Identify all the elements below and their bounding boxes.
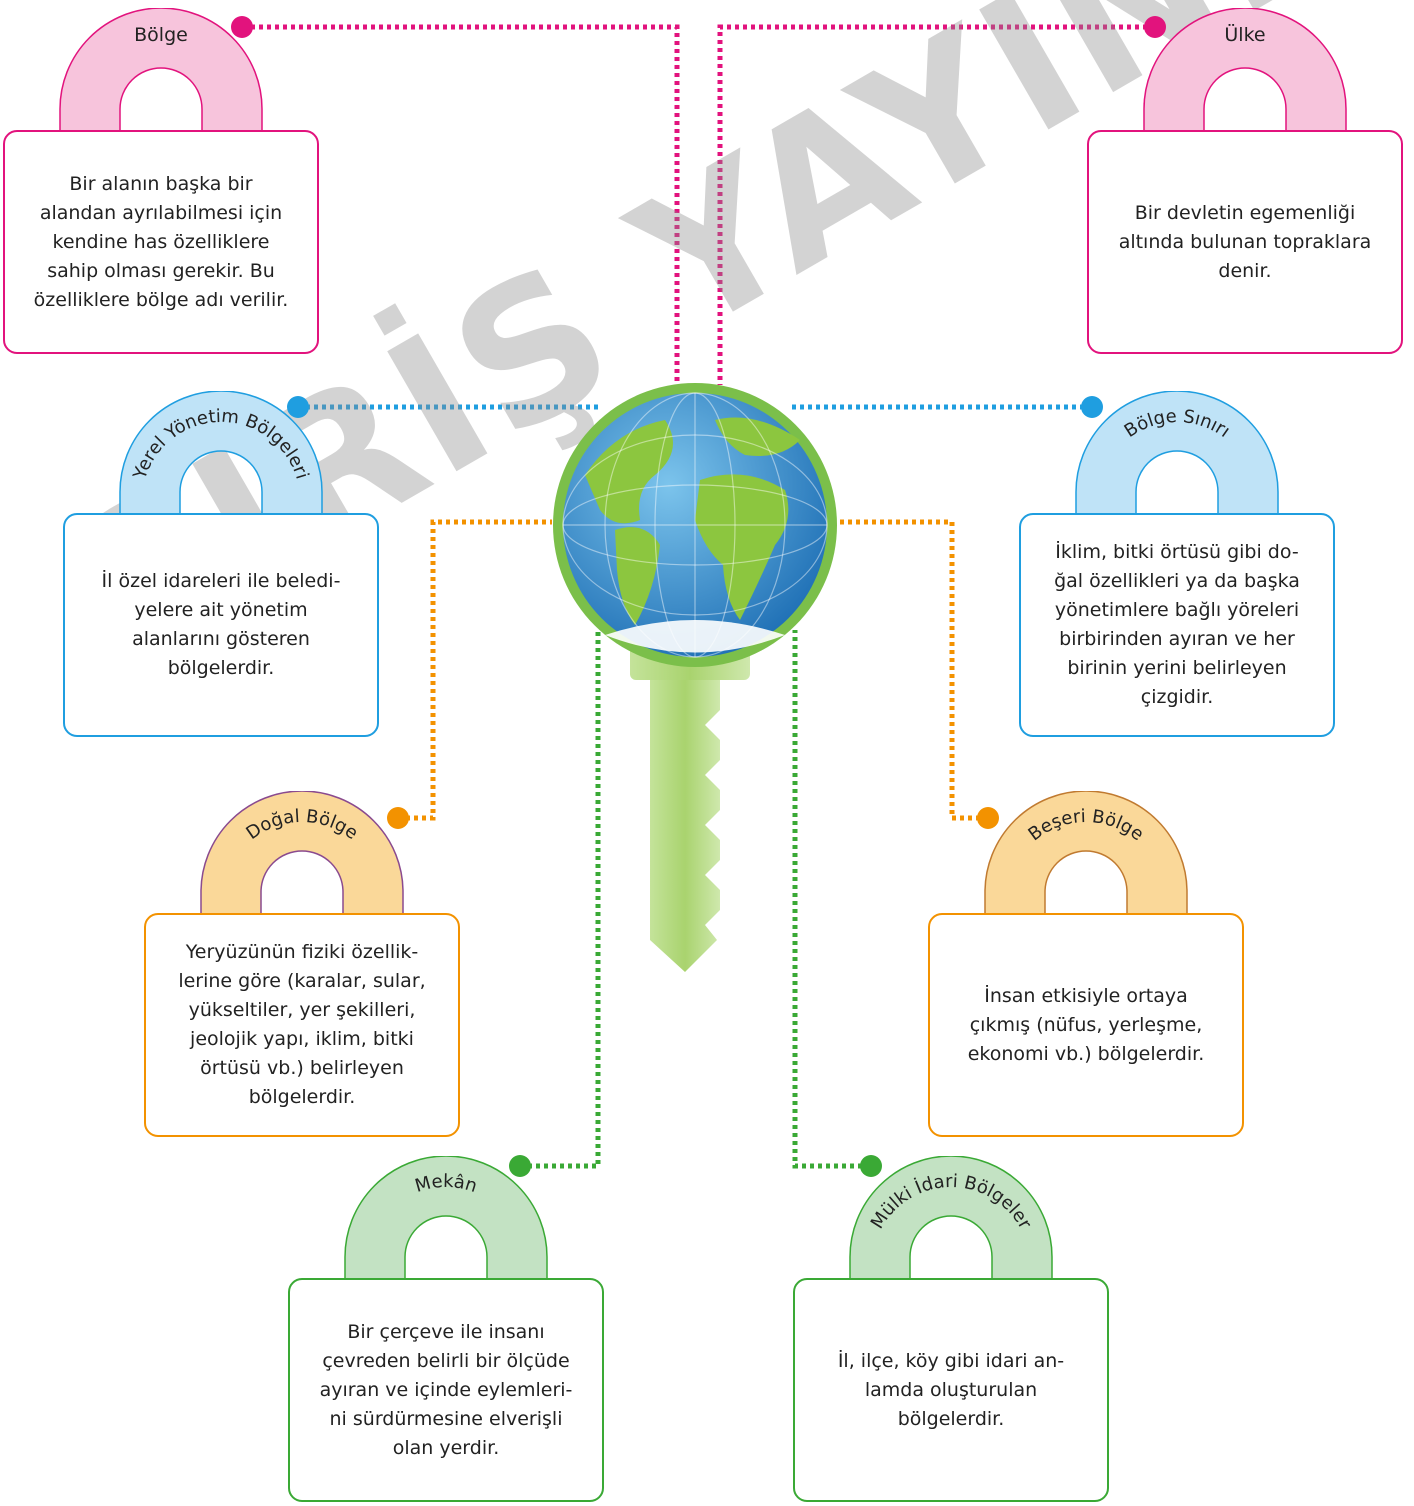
connector-ulke bbox=[717, 24, 1155, 385]
lock-text-sinir: İklim, bitki örtüsü gibi do- ğal özellik… bbox=[1054, 541, 1300, 708]
connector-mulki bbox=[792, 630, 870, 1169]
lock-text-bolge: Bir alanın başka bir alandan ayrılabilme… bbox=[33, 172, 289, 311]
dot-sinir bbox=[1081, 396, 1103, 418]
lock-text-dogal: Yeryüzünün fiziki özellik- lerine göre (… bbox=[178, 941, 426, 1108]
lock-body-beseri: İnsan etkisiyle ortaya çıkmış (nüfus, ye… bbox=[928, 913, 1244, 1137]
lock-body-sinir: İklim, bitki örtüsü gibi do- ğal özellik… bbox=[1019, 513, 1335, 737]
shackle-yerel: Yerel Yönetim Bölgeleri bbox=[119, 391, 323, 516]
lock-title-bolge: Bölge bbox=[134, 24, 188, 46]
globe-icon bbox=[553, 383, 837, 667]
dot-beseri bbox=[977, 807, 999, 829]
lock-body-dogal: Yeryüzünün fiziki özellik- lerine göre (… bbox=[144, 913, 460, 1137]
lock-text-mekan: Bir çerçeve ile insanı çevreden belirli … bbox=[319, 1320, 573, 1459]
shackle-bolge: Bölge bbox=[59, 8, 263, 133]
lock-title-ulke: Ülke bbox=[1224, 23, 1265, 46]
key-icon bbox=[630, 635, 750, 972]
lock-dogal: Doğal Bölge Yeryüzünün fiziki özellik- l… bbox=[141, 785, 463, 1143]
lock-body-mulki: İl, ilçe, köy gibi idari an- lamda oluşt… bbox=[793, 1278, 1109, 1502]
lock-text-beseri: İnsan etkisiyle ortaya çıkmış (nüfus, ye… bbox=[967, 984, 1205, 1065]
lock-body-bolge: Bir alanın başka bir alandan ayrılabilme… bbox=[3, 130, 319, 354]
lock-bolge: Bölge Bir alanın başka bir alandan ayrıl… bbox=[0, 0, 322, 358]
shackle-sinir: Bölge Sınırı bbox=[1075, 391, 1279, 516]
shackle-dogal: Doğal Bölge bbox=[200, 791, 404, 916]
connector-mekan bbox=[520, 630, 601, 1169]
lock-body-ulke: Bir devletin egemenliği altında bulunan … bbox=[1087, 130, 1403, 354]
connector-beseri bbox=[832, 519, 988, 821]
dot-bolge bbox=[231, 16, 253, 38]
dot-mekan bbox=[509, 1155, 531, 1177]
shackle-ulke: Ülke bbox=[1143, 8, 1347, 133]
lock-body-mekan: Bir çerçeve ile insanı çevreden belirli … bbox=[288, 1278, 604, 1502]
lock-mulki: Mülki İdari Bölgeler İl, ilçe, köy gibi … bbox=[790, 1148, 1112, 1506]
lock-text-yerel: İl özel idareleri ile beledi- yelere ait… bbox=[101, 570, 341, 679]
shackle-mulki: Mülki İdari Bölgeler bbox=[849, 1156, 1053, 1281]
lock-text-ulke: Bir devletin egemenliği altında bulunan … bbox=[1118, 201, 1372, 282]
lock-mekan: Mekân Bir çerçeve ile insanı çevreden be… bbox=[285, 1148, 607, 1506]
lock-ulke: Ülke Bir devletin egemenliği altında bul… bbox=[1084, 0, 1406, 358]
dot-mulki bbox=[860, 1155, 882, 1177]
key-globe-illustration bbox=[553, 383, 837, 972]
dot-dogal bbox=[387, 807, 409, 829]
dot-yerel bbox=[287, 396, 309, 418]
lock-sinir: Bölge Sınırı İklim, bitki örtüsü gibi do… bbox=[1016, 385, 1338, 743]
dot-ulke bbox=[1144, 16, 1166, 38]
lock-text-mulki: İl, ilçe, köy gibi idari an- lamda oluşt… bbox=[837, 1349, 1065, 1430]
shackle-beseri: Beşeri Bölge bbox=[984, 791, 1188, 916]
connector-dogal bbox=[398, 519, 552, 821]
shackle-mekan: Mekân bbox=[344, 1156, 548, 1281]
lock-beseri: Beşeri Bölge İnsan etkisiyle ortaya çıkm… bbox=[925, 785, 1247, 1143]
lock-body-yerel: İl özel idareleri ile beledi- yelere ait… bbox=[63, 513, 379, 737]
connector-bolge bbox=[243, 24, 680, 385]
lock-yerel: Yerel Yönetim Bölgeleri İl özel idareler… bbox=[60, 385, 382, 743]
